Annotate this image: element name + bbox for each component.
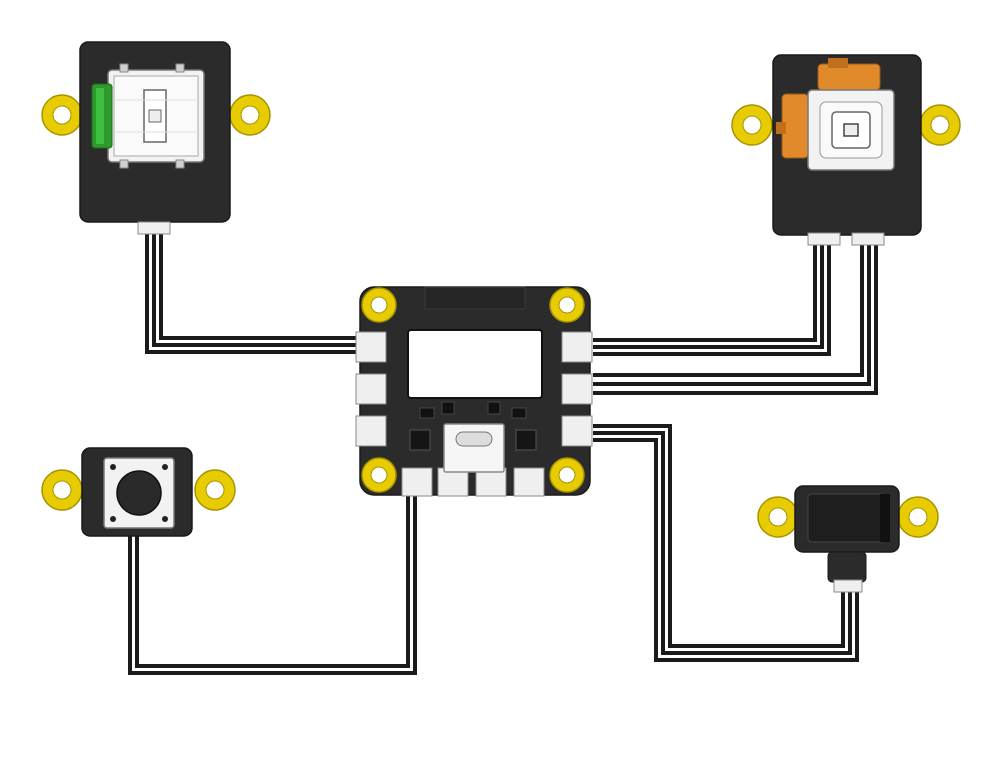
mounting-hole: [361, 287, 397, 323]
cable-connector: [851, 232, 885, 246]
board-connector: [355, 415, 387, 447]
board-connector: [561, 331, 593, 363]
board-connector: [355, 331, 387, 363]
sensor-module: [757, 485, 939, 593]
board-connector: [561, 373, 593, 405]
mounting-hole: [731, 104, 773, 146]
slide-switch-module: [41, 41, 271, 235]
cable-connector: [137, 221, 171, 235]
mounting-hole: [41, 469, 83, 511]
board-connector: [513, 467, 545, 497]
mounting-hole: [194, 469, 236, 511]
cable-connector: [833, 579, 863, 593]
display-window: [407, 329, 543, 399]
cables: [128, 230, 878, 675]
board-connector: [401, 467, 433, 497]
mounting-hole: [361, 457, 397, 493]
mounting-hole: [229, 94, 271, 136]
mounting-hole: [41, 94, 83, 136]
cable-slide-switch: [145, 230, 362, 354]
joystick-module: [731, 54, 961, 246]
cable-connector: [807, 232, 841, 246]
sensor-icon[interactable]: [807, 493, 885, 543]
mounting-hole: [549, 287, 585, 323]
mounting-hole: [919, 104, 961, 146]
main-controller-board: [355, 286, 593, 497]
mounting-hole: [897, 496, 939, 538]
board-connector: [355, 373, 387, 405]
cable-push-button: [128, 495, 417, 675]
mounting-hole: [549, 457, 585, 493]
mounting-hole: [757, 496, 799, 538]
cable-sensor: [593, 424, 859, 662]
push-button-module: [41, 447, 236, 537]
usb-c-port-icon[interactable]: [443, 423, 505, 473]
cable-joystick-b: [593, 241, 878, 395]
push-button-icon[interactable]: [116, 470, 162, 516]
cable-joystick-a: [593, 241, 831, 356]
board-connector: [561, 415, 593, 447]
